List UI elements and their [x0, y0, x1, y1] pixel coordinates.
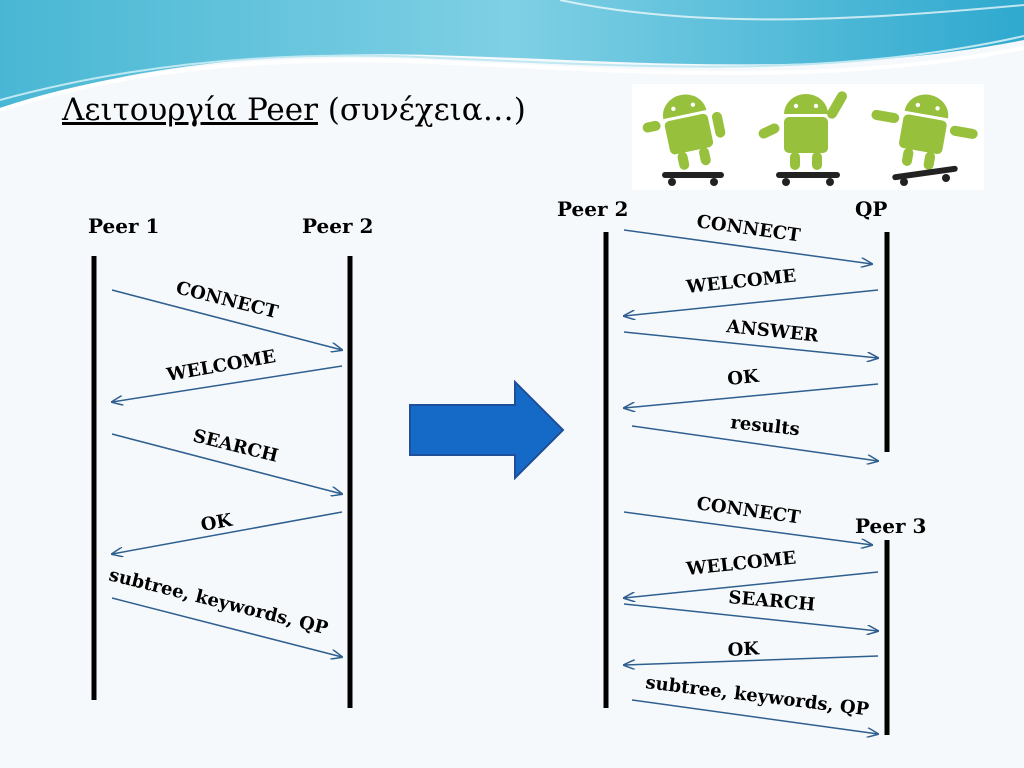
message-arrow: [624, 655, 879, 665]
right-sequence-diagram: Peer 2 QP Peer 3 CONNECT WELCOME ANSWER …: [557, 197, 926, 735]
lifeline-label-peer-1: Peer 1: [88, 214, 159, 238]
message-arrow: [111, 289, 342, 350]
message-arrow: [111, 433, 342, 494]
message-label: WELCOME: [684, 266, 797, 299]
message-label: ANSWER: [724, 316, 820, 347]
message-arrow: [631, 425, 878, 461]
message-label: results: [729, 412, 800, 440]
message-arrow: [623, 331, 878, 358]
message-label: WELCOME: [164, 346, 277, 386]
message-label: OK: [727, 638, 761, 661]
lifeline-label-peer-3: Peer 3: [855, 514, 926, 538]
lifeline-label-peer-2: Peer 2: [557, 197, 628, 221]
message-label: CONNECT: [174, 277, 281, 323]
message-arrow: [624, 383, 879, 408]
left-sequence-diagram: Peer 1 Peer 2 CONNECT WELCOME SEARCH OK …: [88, 214, 373, 708]
message-arrow: [112, 365, 343, 402]
message-label: subtree, keywords, QP: [644, 672, 870, 720]
slide-title-main: Λειτουργία Peer: [62, 92, 318, 128]
message-label: WELCOME: [684, 548, 797, 581]
message-label: OK: [726, 366, 761, 390]
android-robot-icon: [642, 94, 726, 186]
message-arrow: [623, 229, 872, 264]
message-label: subtree, keywords, QP: [107, 564, 331, 639]
android-robot-icon: [758, 91, 847, 186]
lifeline-label-peer-2: Peer 2: [302, 214, 373, 238]
slide-title-rest: (συνέχεια…): [317, 92, 526, 128]
lifeline-label-qp: QP: [855, 197, 887, 221]
message-arrow: [112, 511, 343, 554]
message-arrow: [624, 289, 879, 316]
android-mascots-image: [632, 84, 984, 190]
message-arrow: [623, 603, 878, 631]
message-arrow: [623, 511, 872, 545]
message-arrow: [631, 699, 878, 734]
message-label: SEARCH: [728, 587, 816, 616]
message-arrow: [111, 597, 342, 657]
slide-title: Λειτουργία Peer (συνέχεια…): [62, 92, 526, 128]
header-wave: [0, 0, 1024, 112]
android-robot-icon: [871, 94, 978, 186]
right-arrow-icon: [409, 379, 565, 481]
message-arrow: [624, 571, 879, 598]
message-label: SEARCH: [191, 425, 280, 466]
